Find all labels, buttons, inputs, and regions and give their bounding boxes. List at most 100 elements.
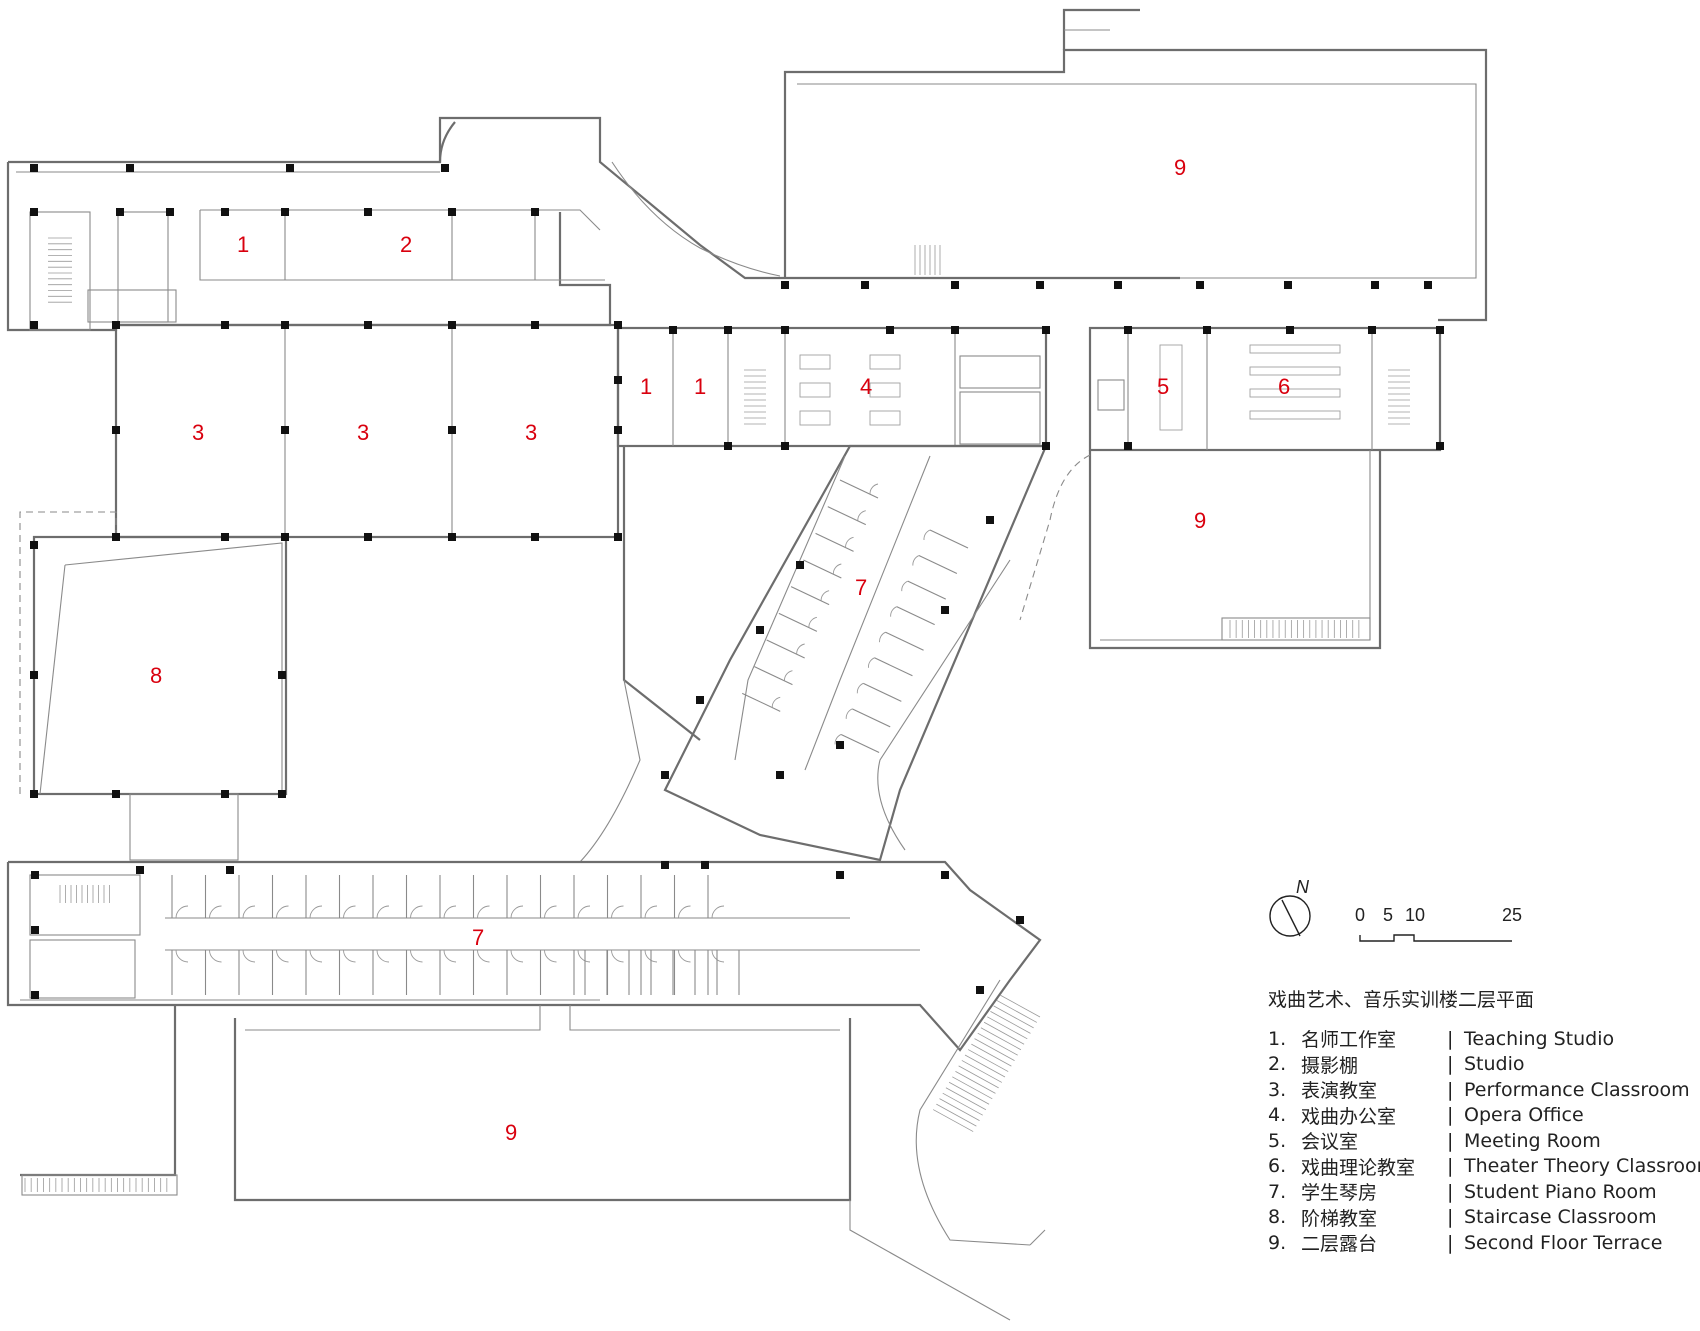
structural-column <box>531 321 539 329</box>
door-swing <box>410 949 423 963</box>
structural-columns <box>30 164 1444 999</box>
room-label-studio: 2 <box>400 232 412 257</box>
structural-column <box>614 426 622 434</box>
stair-tread <box>987 1016 1028 1040</box>
legend-item-english: Studio <box>1464 1053 1525 1076</box>
door-swing <box>901 580 908 592</box>
legend-item-english: Theater Theory Classroom <box>1464 1155 1700 1178</box>
door-swing <box>577 949 591 963</box>
room-label-staircase-classroom: 8 <box>150 663 162 688</box>
door-swing <box>175 949 189 963</box>
structural-column <box>281 533 289 541</box>
door-swing <box>577 905 591 919</box>
partition-wall <box>754 666 793 686</box>
structural-column <box>286 164 294 172</box>
desk-row <box>1249 388 1341 398</box>
structural-column <box>281 426 289 434</box>
legend-item-number: 2. <box>1268 1053 1287 1076</box>
door-swing <box>376 905 390 919</box>
legend-item-chinese: 二层露台 <box>1301 1233 1378 1256</box>
structural-column <box>278 790 286 798</box>
structural-column <box>136 866 144 874</box>
legend-item-separator: | <box>1447 1053 1454 1076</box>
structural-column <box>221 790 229 798</box>
terrace-north-area <box>783 8 1488 322</box>
structural-column <box>614 376 622 384</box>
legend-item: 1.名师工作室|Teaching Studio <box>1268 1026 1700 1052</box>
legend-item-separator: | <box>1447 1206 1454 1229</box>
legend-item-chinese: 学生琴房 <box>1301 1182 1378 1205</box>
east-block <box>1088 326 1442 452</box>
structural-column <box>1203 326 1211 334</box>
door-swing <box>820 590 830 601</box>
legend-item-chinese: 戏曲办公室 <box>1301 1105 1397 1128</box>
legend-item-number: 5. <box>1268 1129 1287 1152</box>
structural-column <box>669 326 677 334</box>
structural-column <box>1124 326 1132 334</box>
structural-column <box>281 208 289 216</box>
structural-column <box>781 281 789 289</box>
structural-column <box>112 321 120 329</box>
legend-item: 9.二层露台|Second Floor Terrace <box>1268 1230 1700 1256</box>
door-swing <box>834 734 842 745</box>
legend-item: 5.会议室|Meeting Room <box>1268 1128 1700 1154</box>
door-swing <box>869 483 879 495</box>
structural-column <box>661 771 669 779</box>
stair-tread <box>967 1049 1009 1072</box>
structural-column <box>30 541 38 549</box>
legend-item-separator: | <box>1447 1027 1454 1050</box>
structural-column <box>1042 326 1050 334</box>
stair-tread <box>936 1103 977 1127</box>
door-swing <box>845 708 853 719</box>
terrace-south-area <box>20 979 1046 1321</box>
plan-title: 戏曲艺术、音乐实训楼二层平面 <box>1268 989 1535 1011</box>
structural-column <box>796 561 804 569</box>
legend-item-separator: | <box>1447 1104 1454 1127</box>
stair-tread <box>942 1092 983 1116</box>
legend-item-chinese: 表演教室 <box>1301 1080 1378 1103</box>
partition-wall <box>874 657 913 677</box>
stair-tread <box>948 1081 990 1105</box>
room-label-piano-rooms-diagonal: 7 <box>855 575 867 600</box>
door-swing <box>611 949 624 963</box>
structural-column <box>861 281 869 289</box>
partition-wall <box>839 479 879 499</box>
room-label-performance-c: 3 <box>525 420 537 445</box>
north-label: N <box>1296 880 1310 897</box>
door-swing <box>544 905 557 919</box>
scale-label-25: 25 <box>1502 905 1523 925</box>
structural-column <box>1424 281 1432 289</box>
room-label-performance-a: 3 <box>192 420 204 445</box>
structural-column <box>724 326 732 334</box>
stair-tread <box>961 1060 1003 1083</box>
structural-column <box>364 321 372 329</box>
desk <box>799 382 831 398</box>
room-label-meeting-room: 5 <box>1157 374 1169 399</box>
legend-item: 6.戏曲理论教室|Theater Theory Classroom <box>1268 1154 1700 1180</box>
structural-column <box>31 926 39 934</box>
room-label-performance-b: 3 <box>357 420 369 445</box>
door-swing <box>175 905 189 919</box>
structural-column <box>1016 916 1024 924</box>
legend-item: 2.摄影棚|Studio <box>1268 1052 1700 1078</box>
structural-column <box>364 208 372 216</box>
structural-column <box>531 208 539 216</box>
partition-wall <box>863 682 902 702</box>
legend-item-number: 1. <box>1268 1027 1287 1050</box>
partition-wall <box>778 612 818 632</box>
door-swing <box>443 905 457 919</box>
partition-wall <box>851 708 891 728</box>
structural-column <box>701 861 709 869</box>
stair-tread <box>974 1038 1015 1061</box>
stair-tread <box>977 1032 1018 1056</box>
north-arrow-icon: N <box>1269 880 1311 937</box>
structural-column <box>30 671 38 679</box>
partition-wall <box>803 559 842 579</box>
room-labels: 1 2 3 3 3 1 1 4 5 6 7 7 8 9 9 9 <box>150 155 1290 1145</box>
legend-item-separator: | <box>1447 1129 1454 1152</box>
partition-wall <box>827 506 867 526</box>
door-swing <box>808 616 818 628</box>
structural-column <box>30 790 38 798</box>
door-swing <box>242 905 256 919</box>
